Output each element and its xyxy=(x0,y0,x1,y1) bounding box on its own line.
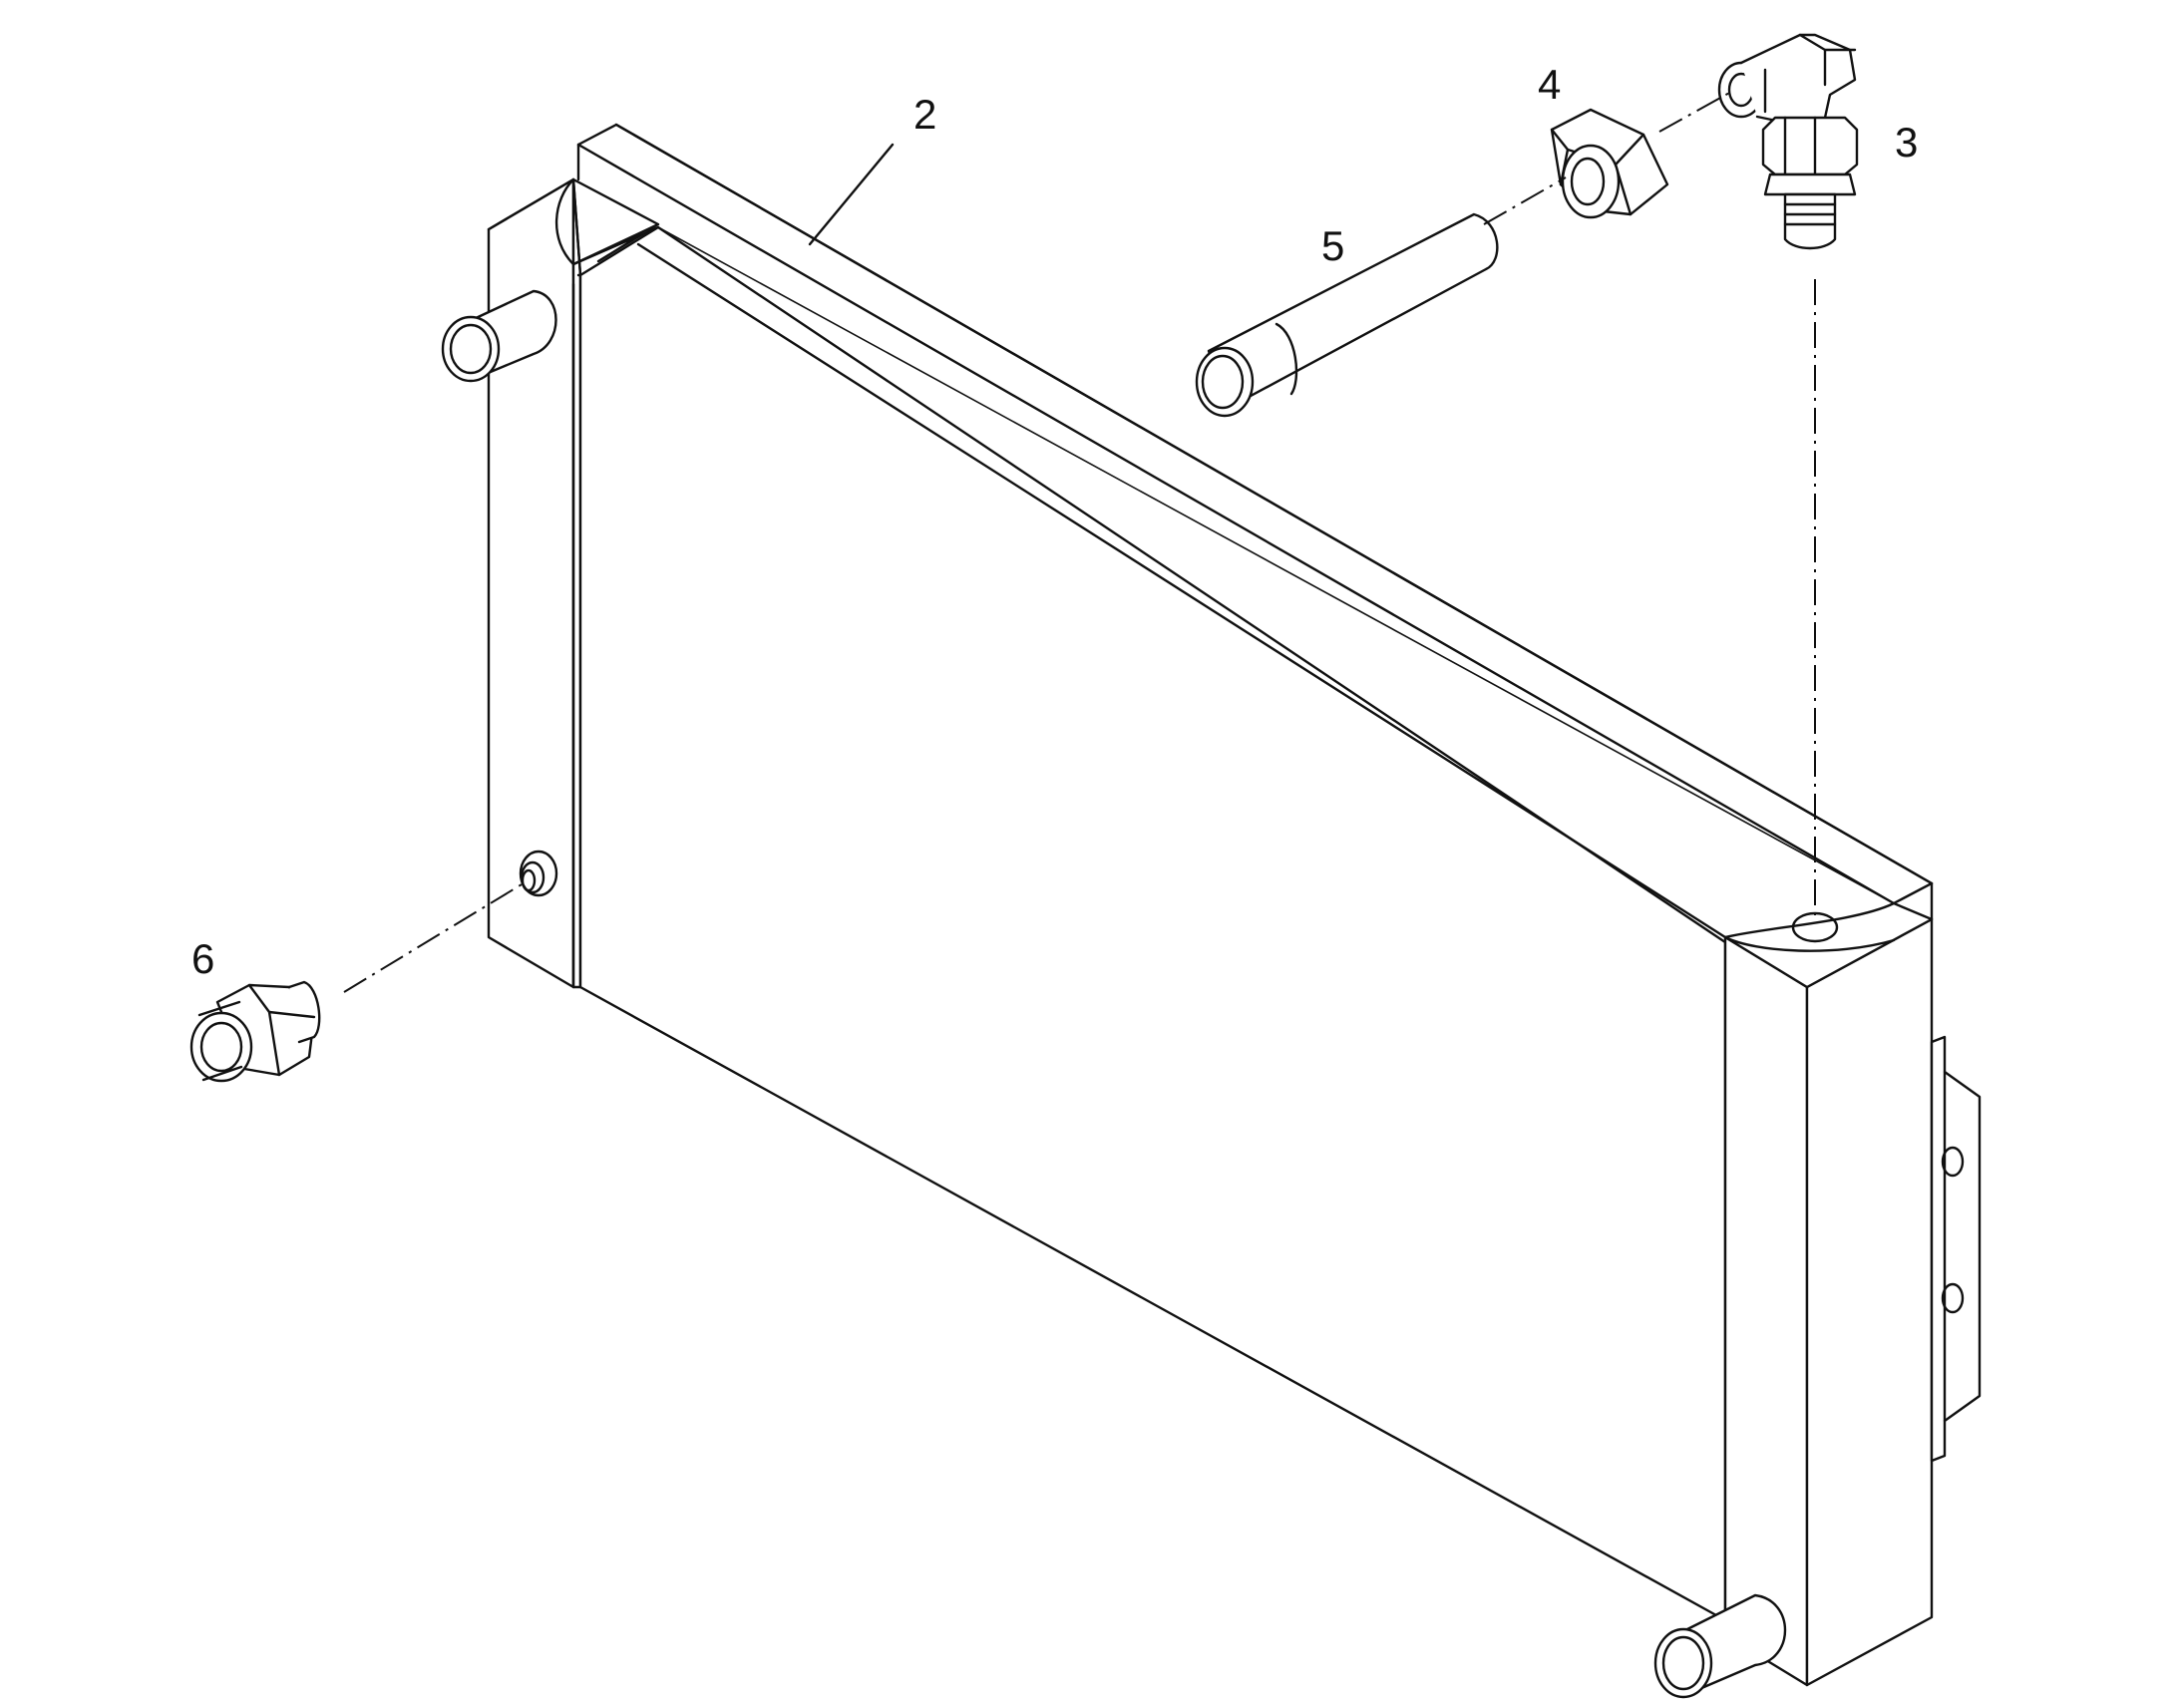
assembly-lines xyxy=(343,91,1816,993)
left-drain-port xyxy=(519,850,558,897)
mounting-bracket xyxy=(1930,1035,1982,1463)
elbow-fitting xyxy=(1717,33,1859,250)
callout-label-2: 2 xyxy=(913,91,936,138)
right-tank-top xyxy=(1723,901,1934,989)
callout-label-4: 4 xyxy=(1538,61,1561,108)
left-inlet-pipe xyxy=(441,289,557,383)
right-tank-side xyxy=(1805,917,1934,1687)
radiator-assembly xyxy=(441,123,1982,1699)
hex-nut xyxy=(1550,108,1669,219)
bracket-hole-upper xyxy=(1941,1146,1965,1178)
plug-fitting xyxy=(189,980,321,1083)
right-tank-front xyxy=(1723,935,1809,1687)
callout-label-3: 3 xyxy=(1895,119,1918,166)
callout-label-6: 6 xyxy=(191,935,214,982)
leader-line-2 xyxy=(808,143,895,246)
bracket-hole-lower xyxy=(1941,1282,1965,1314)
tube xyxy=(1195,212,1499,418)
right-outlet-pipe xyxy=(1653,1593,1787,1699)
callout-label-5: 5 xyxy=(1321,222,1344,269)
